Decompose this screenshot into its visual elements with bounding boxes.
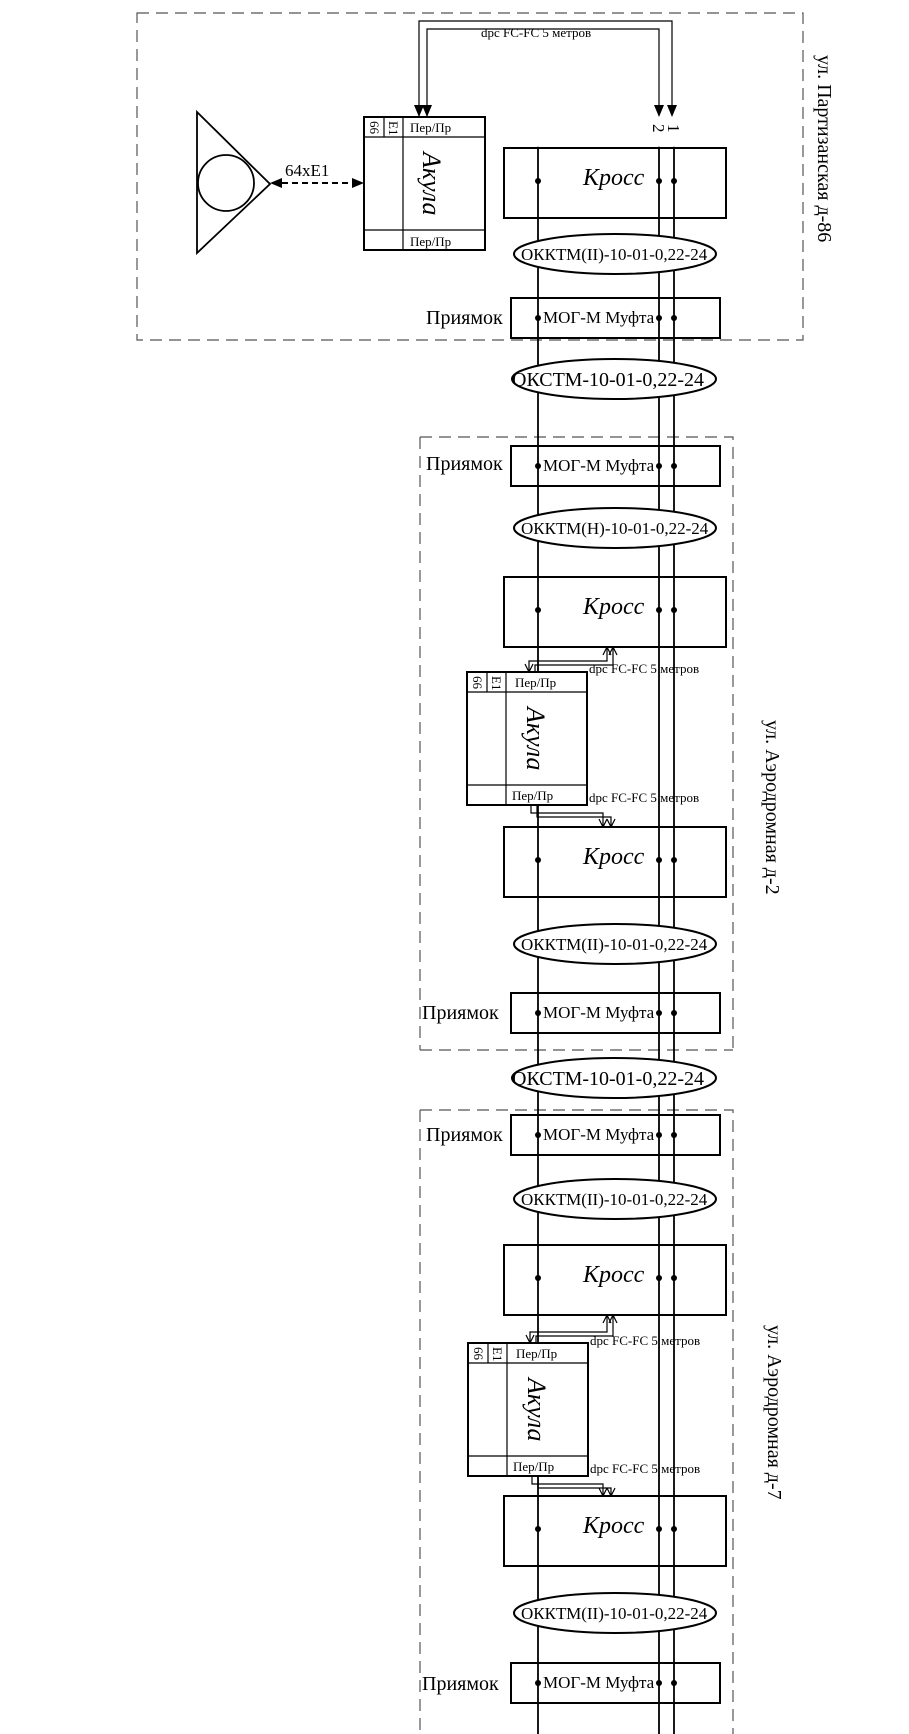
cable-inner-1-label: ОККТМ(II)-10-01-0,22-24 — [521, 245, 708, 264]
patch-label-akula-3-bottom: dpc FC-FC 5 метров — [590, 1461, 700, 1476]
cable-inner-3: ОККТМ(II)-10-01-0,22-24 — [513, 923, 717, 965]
akula-unit-1: Пер/Пр Пер/Пр 66 Е1 Акула — [363, 116, 486, 251]
akula-3-per-pr-top: Пер/Пр — [516, 1346, 557, 1361]
akula-1-e1: Е1 — [386, 121, 401, 135]
kross-4-label: Кросс — [582, 1262, 645, 1288]
cable-inner-2: ОККТМ(Н)-10-01-0,22-24 — [513, 507, 717, 549]
mufta-5-label: МОГ-М Муфта — [543, 1673, 655, 1692]
street-label-aerodromnaya-7: ул. Аэродромная д-7 — [763, 1325, 785, 1500]
patch-label-akula-2-bottom: dpc FC-FC 5 метров — [589, 790, 699, 805]
akula-2-label: Акула — [521, 705, 550, 771]
cable-inner-5: ОККТМ(II)-10-01-0,22-24 — [513, 1592, 717, 1634]
cable-inner-1: ОККТМ(II)-10-01-0,22-24 — [513, 233, 717, 275]
priyamok-4-label: Приямок — [426, 1124, 503, 1146]
mufta-block-4: МОГ-М Муфта — [510, 1114, 721, 1156]
cable-inner-5-label: ОККТМ(II)-10-01-0,22-24 — [521, 1604, 708, 1623]
akula-3-per-pr-bottom: Пер/Пр — [513, 1459, 554, 1474]
akula-3-num: 66 — [471, 1347, 486, 1361]
akula-unit-2: Пер/Пр Пер/Пр 66 Е1 Акула — [466, 671, 588, 806]
kross-1-label: Кросс — [582, 165, 645, 191]
fiber-number-1: 1 — [664, 124, 683, 133]
mufta-2-label: МОГ-М Муфта — [543, 456, 655, 475]
patch-cord-akula-2-top — [524, 646, 618, 673]
akula-3-e1: Е1 — [490, 1347, 505, 1361]
akula-2-num: 66 — [470, 676, 485, 690]
akula-2-per-pr-bottom: Пер/Пр — [512, 788, 553, 803]
akula-1-label: Акула — [417, 150, 446, 216]
kross-block-3: Кросс — [503, 826, 727, 898]
akula-1-per-pr-bottom: Пер/Пр — [410, 234, 451, 249]
mufta-block-5: МОГ-М Муфта — [510, 1662, 721, 1704]
kross-block-5: Кросс — [503, 1495, 727, 1567]
akula-unit-3: Пер/Пр Пер/Пр 66 Е1 Акула — [467, 1342, 589, 1477]
kross-block-1: Кросс — [503, 147, 727, 219]
patch-cord-top — [414, 20, 677, 117]
fiber-number-2: 2 — [649, 124, 668, 133]
zone-aerodromnaya-7-outline — [419, 1109, 734, 1734]
patch-cord-akula-3-bottom — [531, 1476, 616, 1497]
patch-label-akula-3-top: dpc FC-FC 5 метров — [590, 1333, 700, 1348]
mufta-4-label: МОГ-М Муфта — [543, 1125, 655, 1144]
street-label-aerodromnaya-2: ул. Аэродромная д-2 — [761, 720, 783, 895]
cable-inner-4-label: ОККТМ(II)-10-01-0,22-24 — [521, 1190, 708, 1209]
cable-inner-4: ОККТМ(II)-10-01-0,22-24 — [513, 1178, 717, 1220]
priyamok-5-label: Приямок — [422, 1673, 499, 1695]
mufta-block-1: МОГ-М Муфта — [510, 297, 721, 339]
cable-inner-2-label: ОККТМ(Н)-10-01-0,22-24 — [521, 519, 709, 538]
patch-cord-akula-2-bottom — [530, 805, 616, 828]
akula-2-e1: Е1 — [489, 676, 504, 690]
priyamok-2-label: Приямок — [426, 453, 503, 475]
base-station-symbol — [196, 109, 272, 256]
akula-3-label: Акула — [522, 1376, 551, 1442]
akula-1-per-pr-top: Пер/Пр — [410, 120, 451, 135]
patch-label-top: dpc FC-FC 5 метров — [481, 25, 591, 40]
zone-partizanskaya-outline — [136, 12, 804, 341]
mufta-1-label: МОГ-М Муфта — [543, 308, 655, 327]
akula-1-num: 66 — [367, 121, 382, 135]
priyamok-1-label: Приямок — [426, 307, 503, 329]
patch-label-akula-2-top: dpc FC-FC 5 метров — [589, 661, 699, 676]
kross-block-2: Кросс — [503, 576, 727, 648]
mufta-block-2: МОГ-М Муфта — [510, 445, 721, 487]
priyamok-3-label: Приямок — [422, 1002, 499, 1024]
patch-cord-akula-3-top — [525, 1314, 618, 1344]
kross-block-4: Кросс — [503, 1244, 727, 1316]
cable-outer-1: ОКСТМ-10-01-0,22-24 — [511, 358, 717, 400]
kross-2-label: Кросс — [582, 594, 645, 620]
link-label-64xe1: 64xE1 — [285, 161, 329, 180]
street-label-partizanskaya: ул. Партизанская д-86 — [813, 55, 835, 242]
cable-outer-1-label: ОКСТМ-10-01-0,22-24 — [512, 369, 704, 391]
kross-5-label: Кросс — [582, 1513, 645, 1539]
kross-3-label: Кросс — [582, 844, 645, 870]
mufta-3-label: МОГ-М Муфта — [543, 1003, 655, 1022]
cable-outer-2-label: ОКСТМ-10-01-0,22-24 — [512, 1068, 704, 1090]
zone-aerodromnaya-2-outline — [419, 436, 734, 1051]
cable-inner-3-label: ОККТМ(II)-10-01-0,22-24 — [521, 935, 708, 954]
akula-2-per-pr-top: Пер/Пр — [515, 675, 556, 690]
cable-outer-2: ОКСТМ-10-01-0,22-24 — [511, 1057, 717, 1099]
link-arrow-64xe1 — [270, 178, 364, 188]
mufta-block-3: МОГ-М Муфта — [510, 992, 721, 1034]
